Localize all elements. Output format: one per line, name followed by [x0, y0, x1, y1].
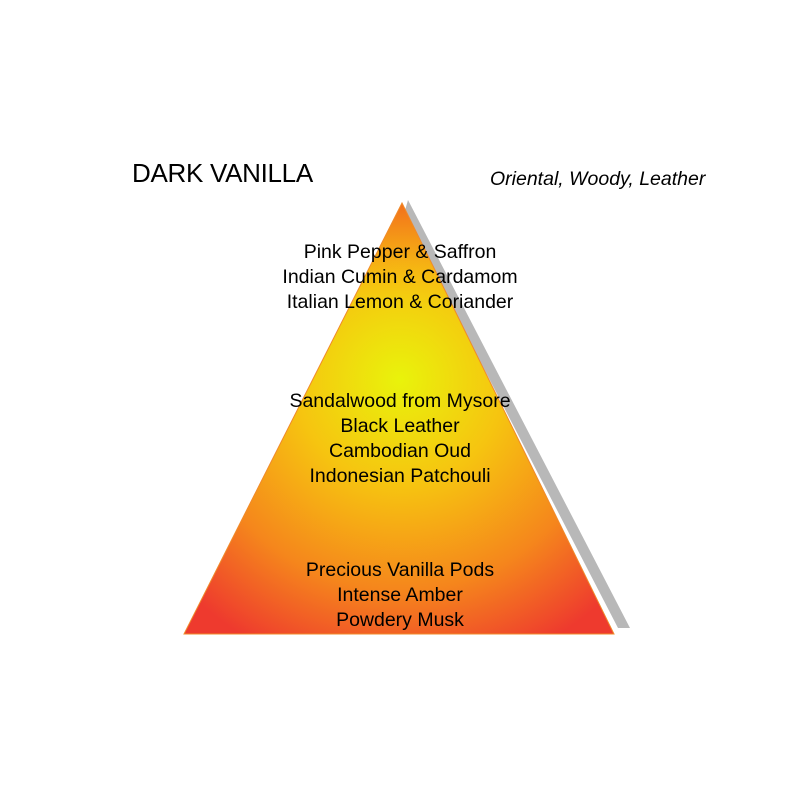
- base-note: Precious Vanilla Pods: [305, 559, 495, 581]
- top-note: Indian Cumin & Cardamom: [282, 266, 518, 288]
- heart-notes-group: Sandalwood from Mysore Black Leather Cam…: [200, 389, 600, 489]
- pyramid-outline: [183, 201, 615, 635]
- heart-note: Cambodian Oud: [328, 440, 471, 462]
- heart-note: Sandalwood from Mysore: [289, 390, 511, 412]
- top-notes-group: Pink Pepper & Saffron Indian Cumin & Car…: [200, 240, 600, 315]
- fragrance-title: DARK VANILLA: [132, 158, 313, 188]
- base-note: Powdery Musk: [336, 609, 464, 631]
- heart-note: Indonesian Patchouli: [309, 465, 491, 487]
- heart-note: Black Leather: [340, 415, 460, 437]
- top-note: Pink Pepper & Saffron: [303, 241, 497, 263]
- pyramid-apex-tint: [354, 203, 450, 300]
- base-notes-group: Precious Vanilla Pods Intense Amber Powd…: [200, 558, 600, 633]
- pyramid-body: [184, 203, 614, 634]
- top-note: Italian Lemon & Coriander: [286, 291, 514, 313]
- base-note: Intense Amber: [337, 584, 463, 606]
- fragrance-family-subtitle: Oriental, Woody, Leather: [490, 168, 706, 190]
- pyramid-shadow: [404, 200, 630, 628]
